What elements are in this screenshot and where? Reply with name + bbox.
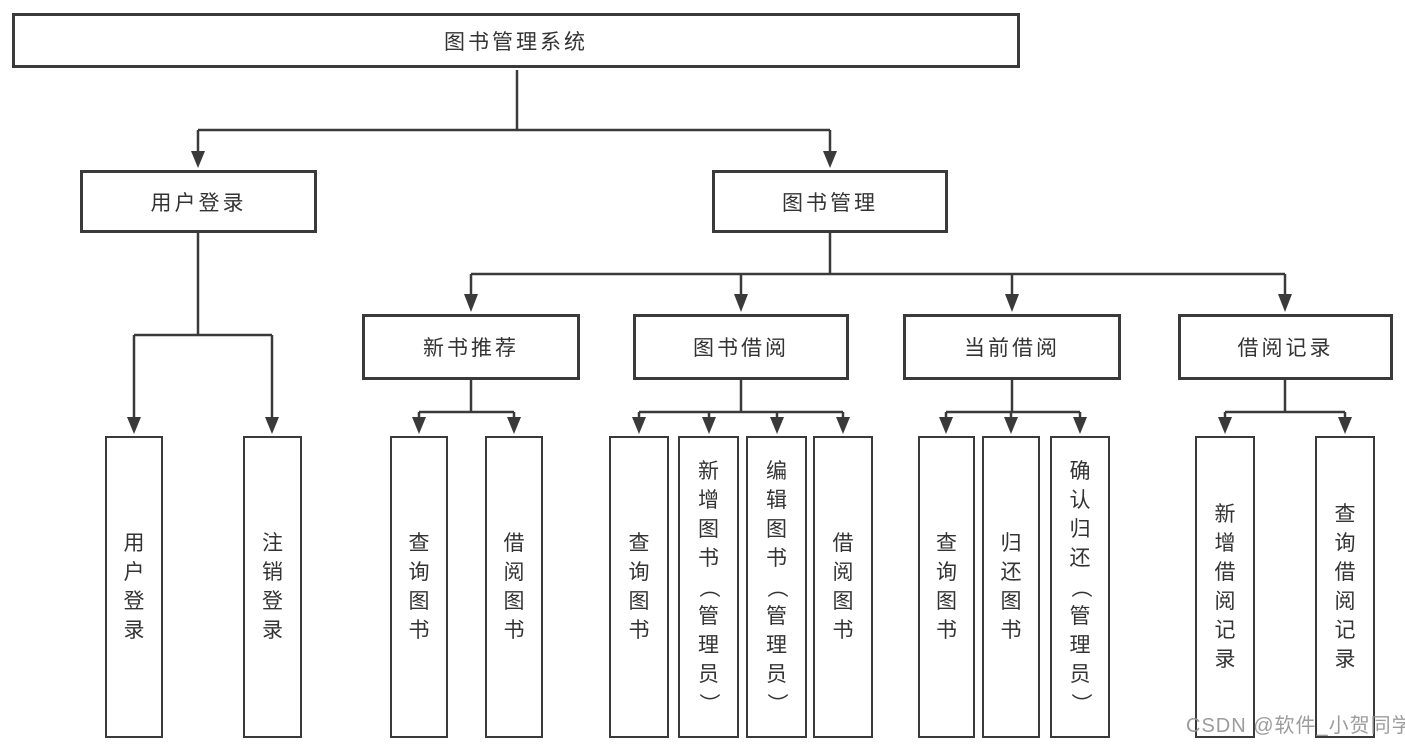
leaf-confirm-return-admin: 确认归还 （ 管理员 ） [1050, 436, 1110, 738]
vertical-label-char: 书 [936, 619, 957, 642]
leaf-query-books-recommend: 查询图书 [390, 436, 448, 738]
node-label: 图书借阅 [693, 337, 789, 360]
vertical-label-char: 书 [1000, 619, 1022, 642]
vertical-label-char: 阅 [832, 561, 854, 584]
vertical-label-char: 理 [766, 633, 787, 657]
node-label: 当前借阅 [964, 337, 1060, 360]
vertical-label-char: 注 [262, 532, 283, 555]
vertical-label-char: 书 [503, 619, 525, 642]
vertical-label-char: 录 [1334, 648, 1356, 671]
vertical-label-char: ） [765, 692, 788, 714]
vertical-label-char: 还 [1000, 561, 1022, 584]
leaf-logout: 注销登录 [243, 436, 302, 738]
vertical-label-char: 用 [123, 532, 145, 555]
leaf-edit-books-admin: 编辑图书 （ 管理员 ） [746, 436, 807, 738]
vertical-label-char: 书 [698, 546, 719, 570]
vertical-label-char: （ [765, 576, 788, 598]
vertical-label-char: 图 [503, 590, 525, 613]
node-label: 新书推荐 [423, 337, 519, 360]
vertical-label-char: 新 [698, 459, 719, 483]
leaf-return-books: 归还图书 [982, 436, 1040, 738]
vertical-label-char: 还 [1069, 546, 1091, 570]
vertical-label-char: 阅 [1334, 590, 1356, 613]
vertical-label-char: 图 [832, 590, 854, 613]
vertical-label-char: 查 [1334, 503, 1356, 526]
vertical-label-char: 认 [1069, 488, 1091, 512]
vertical-label-char: 录 [123, 619, 145, 642]
vertical-label-char: 理 [1069, 633, 1091, 657]
leaf-query-books-borrow: 查询图书 [609, 436, 669, 738]
vertical-label-char: 书 [628, 619, 650, 642]
vertical-label-char: 询 [408, 561, 430, 584]
vertical-label-char: 查 [408, 532, 430, 555]
node-borrow-records: 借阅记录 [1178, 314, 1393, 380]
vertical-label-char: 员 [698, 662, 719, 686]
vertical-label-char: （ [697, 576, 720, 598]
csdn-watermark: CSDN @软件_小贺同学 [1186, 715, 1405, 737]
vertical-label-char: 记 [1334, 619, 1356, 642]
vertical-label-char: 录 [1214, 648, 1236, 671]
vertical-label-char: 记 [1214, 619, 1236, 642]
vertical-label-char: 询 [1334, 532, 1356, 555]
leaf-borrow-books: 借阅图书 [813, 436, 873, 738]
vertical-label-char: 确 [1069, 459, 1091, 483]
node-label: 图书管理系统 [444, 30, 588, 54]
vertical-label-char: 员 [1069, 662, 1091, 686]
vertical-label-char: 借 [832, 532, 854, 555]
vertical-label-char: 员 [766, 662, 787, 686]
leaf-add-books-admin: 新增图书 （ 管理员 ） [678, 436, 739, 738]
vertical-label-char: 图 [936, 590, 957, 613]
vertical-label-char: 图 [766, 517, 787, 541]
vertical-label-char: 归 [1069, 517, 1091, 541]
vertical-label-char: 增 [1214, 532, 1236, 555]
vertical-label-char: 阅 [503, 561, 525, 584]
vertical-label-char: 增 [698, 488, 719, 512]
vertical-label-char: 询 [936, 561, 957, 584]
vertical-label-char: 理 [698, 633, 719, 657]
vertical-label-char: 辑 [766, 488, 787, 512]
vertical-label-char: 书 [766, 546, 787, 570]
vertical-label-char: 书 [832, 619, 854, 642]
vertical-label-char: （ [1068, 576, 1092, 598]
vertical-label-char: 询 [628, 561, 650, 584]
vertical-label-char: 登 [262, 590, 283, 613]
vertical-label-char: 管 [698, 604, 719, 628]
node-current-borrow: 当前借阅 [903, 314, 1121, 380]
leaf-user-login: 用户登录 [105, 436, 163, 738]
vertical-label-char: 书 [408, 619, 430, 642]
vertical-label-char: 图 [628, 590, 650, 613]
node-user-login: 用户登录 [80, 170, 317, 233]
vertical-label-char: 编 [766, 459, 787, 483]
node-label: 用户登录 [150, 191, 247, 215]
vertical-label-char: ） [1068, 692, 1092, 714]
leaf-query-borrow-record: 查询借阅记录 [1315, 436, 1375, 738]
vertical-label-char: 图 [1000, 590, 1022, 613]
vertical-label-char: 借 [1214, 561, 1236, 584]
vertical-label-char: 销 [262, 561, 283, 584]
vertical-label-char: 图 [698, 517, 719, 541]
node-book-management: 图书管理 [712, 170, 948, 233]
node-new-book-recommend: 新书推荐 [362, 314, 580, 380]
node-root: 图书管理系统 [12, 13, 1020, 68]
vertical-label-char: 新 [1214, 503, 1236, 526]
node-label: 图书管理 [782, 191, 878, 215]
vertical-label-char: 借 [1334, 561, 1356, 584]
vertical-label-char: 管 [1069, 604, 1091, 628]
vertical-label-char: 归 [1000, 532, 1022, 555]
vertical-label-char: 户 [123, 561, 145, 584]
node-label: 借阅记录 [1237, 337, 1334, 360]
vertical-label-char: 查 [628, 532, 650, 555]
vertical-label-char: ） [697, 692, 720, 714]
leaf-borrow-books-recommend: 借阅图书 [485, 436, 543, 738]
vertical-label-char: 借 [503, 532, 525, 555]
leaf-query-books-current: 查询图书 [918, 436, 975, 738]
vertical-label-char: 查 [936, 532, 957, 555]
vertical-label-char: 阅 [1214, 590, 1236, 613]
vertical-label-char: 图 [408, 590, 430, 613]
leaf-add-borrow-record: 新增借阅记录 [1195, 436, 1255, 738]
vertical-label-char: 登 [123, 590, 145, 613]
node-book-borrow: 图书借阅 [633, 314, 849, 380]
vertical-label-char: 录 [262, 619, 283, 642]
vertical-label-char: 管 [766, 604, 787, 628]
